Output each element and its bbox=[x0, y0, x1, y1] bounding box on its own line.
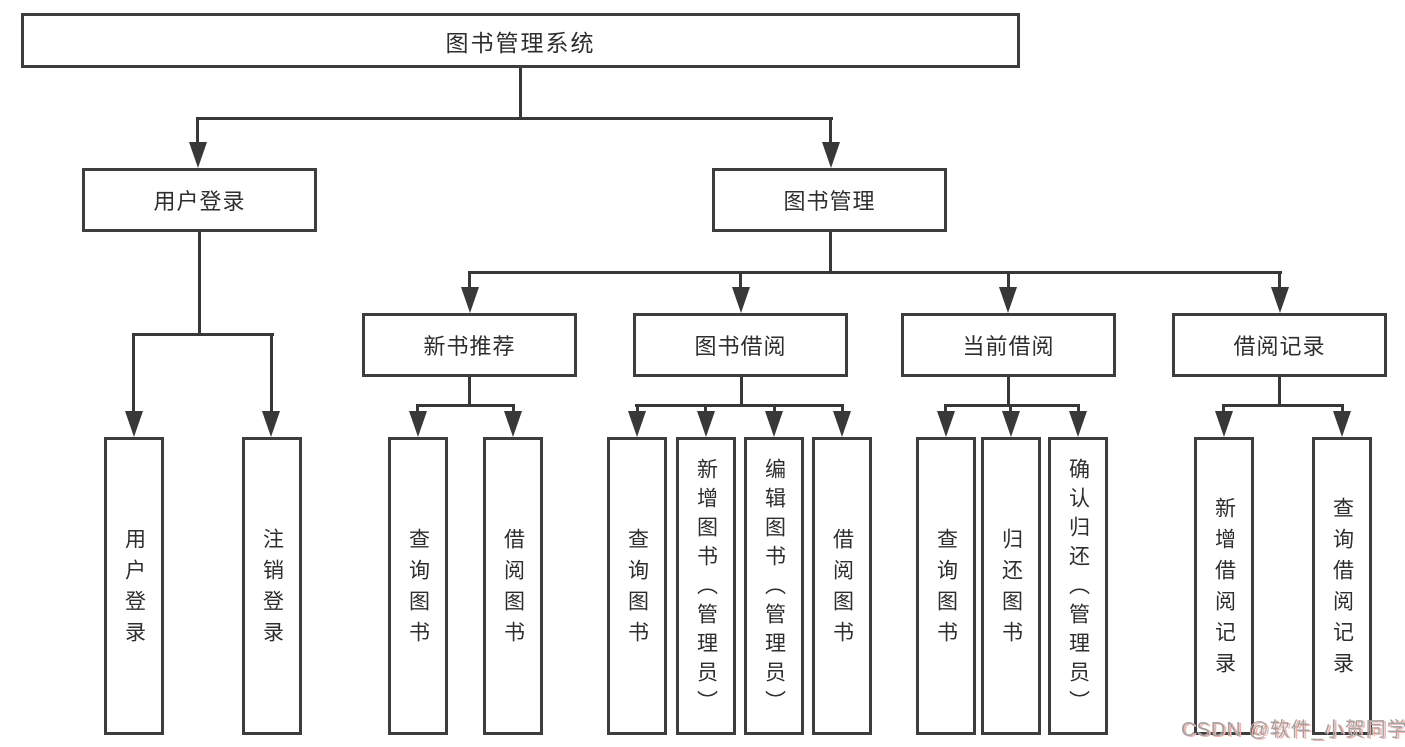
node-current-borrowing: 当前借阅 bbox=[901, 313, 1116, 377]
node-new-book-recommend: 新书推荐 bbox=[362, 313, 577, 377]
connector-user-stem-right bbox=[270, 333, 273, 413]
connector-l2-stem-4 bbox=[1278, 271, 1281, 290]
connector-g2-stem-3 bbox=[773, 404, 776, 417]
connector-g2-vertical bbox=[740, 377, 743, 407]
arrowhead-g4-leaf-1 bbox=[1215, 411, 1233, 437]
connector-g3-stem-2 bbox=[1009, 404, 1012, 417]
arrowhead-g2-leaf-3 bbox=[765, 411, 783, 437]
leaf-borrow-books-recommend: 借阅图书 bbox=[483, 437, 543, 735]
connector-g4-vertical bbox=[1278, 377, 1281, 407]
connector-root-vertical bbox=[519, 68, 522, 118]
arrowhead-to-leaf-logout bbox=[262, 411, 280, 437]
connector-l2-stem-1 bbox=[468, 271, 471, 290]
arrowhead-to-user-login bbox=[189, 142, 207, 168]
csdn-watermark: CSDN @软件_小贺同学 bbox=[1181, 719, 1405, 741]
connector-g4-horizontal bbox=[1222, 404, 1344, 407]
leaf-query-books-current: 查询图书 bbox=[916, 437, 976, 735]
connector-g3-vertical bbox=[1007, 377, 1010, 407]
arrowhead-g4-leaf-2 bbox=[1333, 411, 1351, 437]
connector-g2-horizontal bbox=[635, 404, 844, 407]
leaf-logout: 注销登录 bbox=[242, 437, 302, 735]
connector-g4-stem-1 bbox=[1222, 404, 1225, 417]
connector-g2-stem-1 bbox=[636, 404, 639, 417]
connector-user-horizontal bbox=[132, 333, 274, 336]
connector-g2-stem-4 bbox=[841, 404, 844, 417]
arrowhead-to-current-borrowing bbox=[999, 287, 1017, 313]
node-book-management: 图书管理 bbox=[712, 168, 947, 232]
leaf-add-borrow-record: 新增借阅记录 bbox=[1194, 437, 1254, 735]
arrowhead-to-book-borrowing bbox=[732, 287, 750, 313]
node-user-login: 用户登录 bbox=[82, 168, 317, 232]
leaf-return-books: 归还图书 bbox=[981, 437, 1041, 735]
leaf-query-borrow-record: 查询借阅记录 bbox=[1312, 437, 1372, 735]
connector-l1-stem-left bbox=[196, 117, 199, 146]
node-root-library-system: 图书管理系统 bbox=[21, 13, 1020, 68]
arrowhead-g2-leaf-2 bbox=[697, 411, 715, 437]
connector-g4-stem-2 bbox=[1341, 404, 1344, 417]
leaf-add-books-admin: 新增图书（管理员） bbox=[676, 437, 736, 735]
arrowhead-to-leaf-user-login bbox=[125, 411, 143, 437]
leaf-edit-books-admin: 编辑图书（管理员） bbox=[744, 437, 804, 735]
arrowhead-g3-leaf-2 bbox=[1002, 411, 1020, 437]
arrowhead-to-book-management bbox=[822, 142, 840, 168]
connector-g1-vertical bbox=[468, 377, 471, 407]
connector-g3-horizontal bbox=[944, 404, 1080, 407]
leaf-query-books-borrowing: 查询图书 bbox=[607, 437, 667, 735]
connector-g1-stem-1 bbox=[416, 404, 419, 417]
connector-user-vertical bbox=[198, 232, 201, 335]
arrowhead-g1-leaf-2 bbox=[504, 411, 522, 437]
connector-g3-stem-1 bbox=[944, 404, 947, 417]
connector-l1-stem-right bbox=[829, 117, 832, 146]
leaf-query-books-recommend: 查询图书 bbox=[388, 437, 448, 735]
arrowhead-g3-leaf-1 bbox=[937, 411, 955, 437]
connector-g1-horizontal bbox=[416, 404, 515, 407]
node-borrowing-records: 借阅记录 bbox=[1172, 313, 1387, 377]
connector-l2-horizontal bbox=[468, 271, 1282, 274]
arrowhead-g3-leaf-3 bbox=[1069, 411, 1087, 437]
arrowhead-g1-leaf-1 bbox=[409, 411, 427, 437]
arrowhead-to-new-book-recommend bbox=[461, 287, 479, 313]
connector-g2-stem-2 bbox=[704, 404, 707, 417]
connector-mgmt-vertical bbox=[829, 232, 832, 273]
connector-l2-stem-3 bbox=[1007, 271, 1010, 290]
leaf-confirm-return-admin: 确认归还（管理员） bbox=[1048, 437, 1108, 735]
connector-user-stem-left bbox=[132, 333, 135, 413]
leaf-borrow-books-borrowing: 借阅图书 bbox=[812, 437, 872, 735]
arrowhead-to-borrowing-records bbox=[1271, 287, 1289, 313]
connector-l2-stem-2 bbox=[739, 271, 742, 290]
leaf-user-login: 用户登录 bbox=[104, 437, 164, 735]
connector-g3-stem-3 bbox=[1077, 404, 1080, 417]
arrowhead-g2-leaf-4 bbox=[833, 411, 851, 437]
arrowhead-g2-leaf-1 bbox=[628, 411, 646, 437]
connector-l1-horizontal bbox=[196, 117, 833, 120]
connector-g1-stem-2 bbox=[512, 404, 515, 417]
node-book-borrowing: 图书借阅 bbox=[633, 313, 848, 377]
